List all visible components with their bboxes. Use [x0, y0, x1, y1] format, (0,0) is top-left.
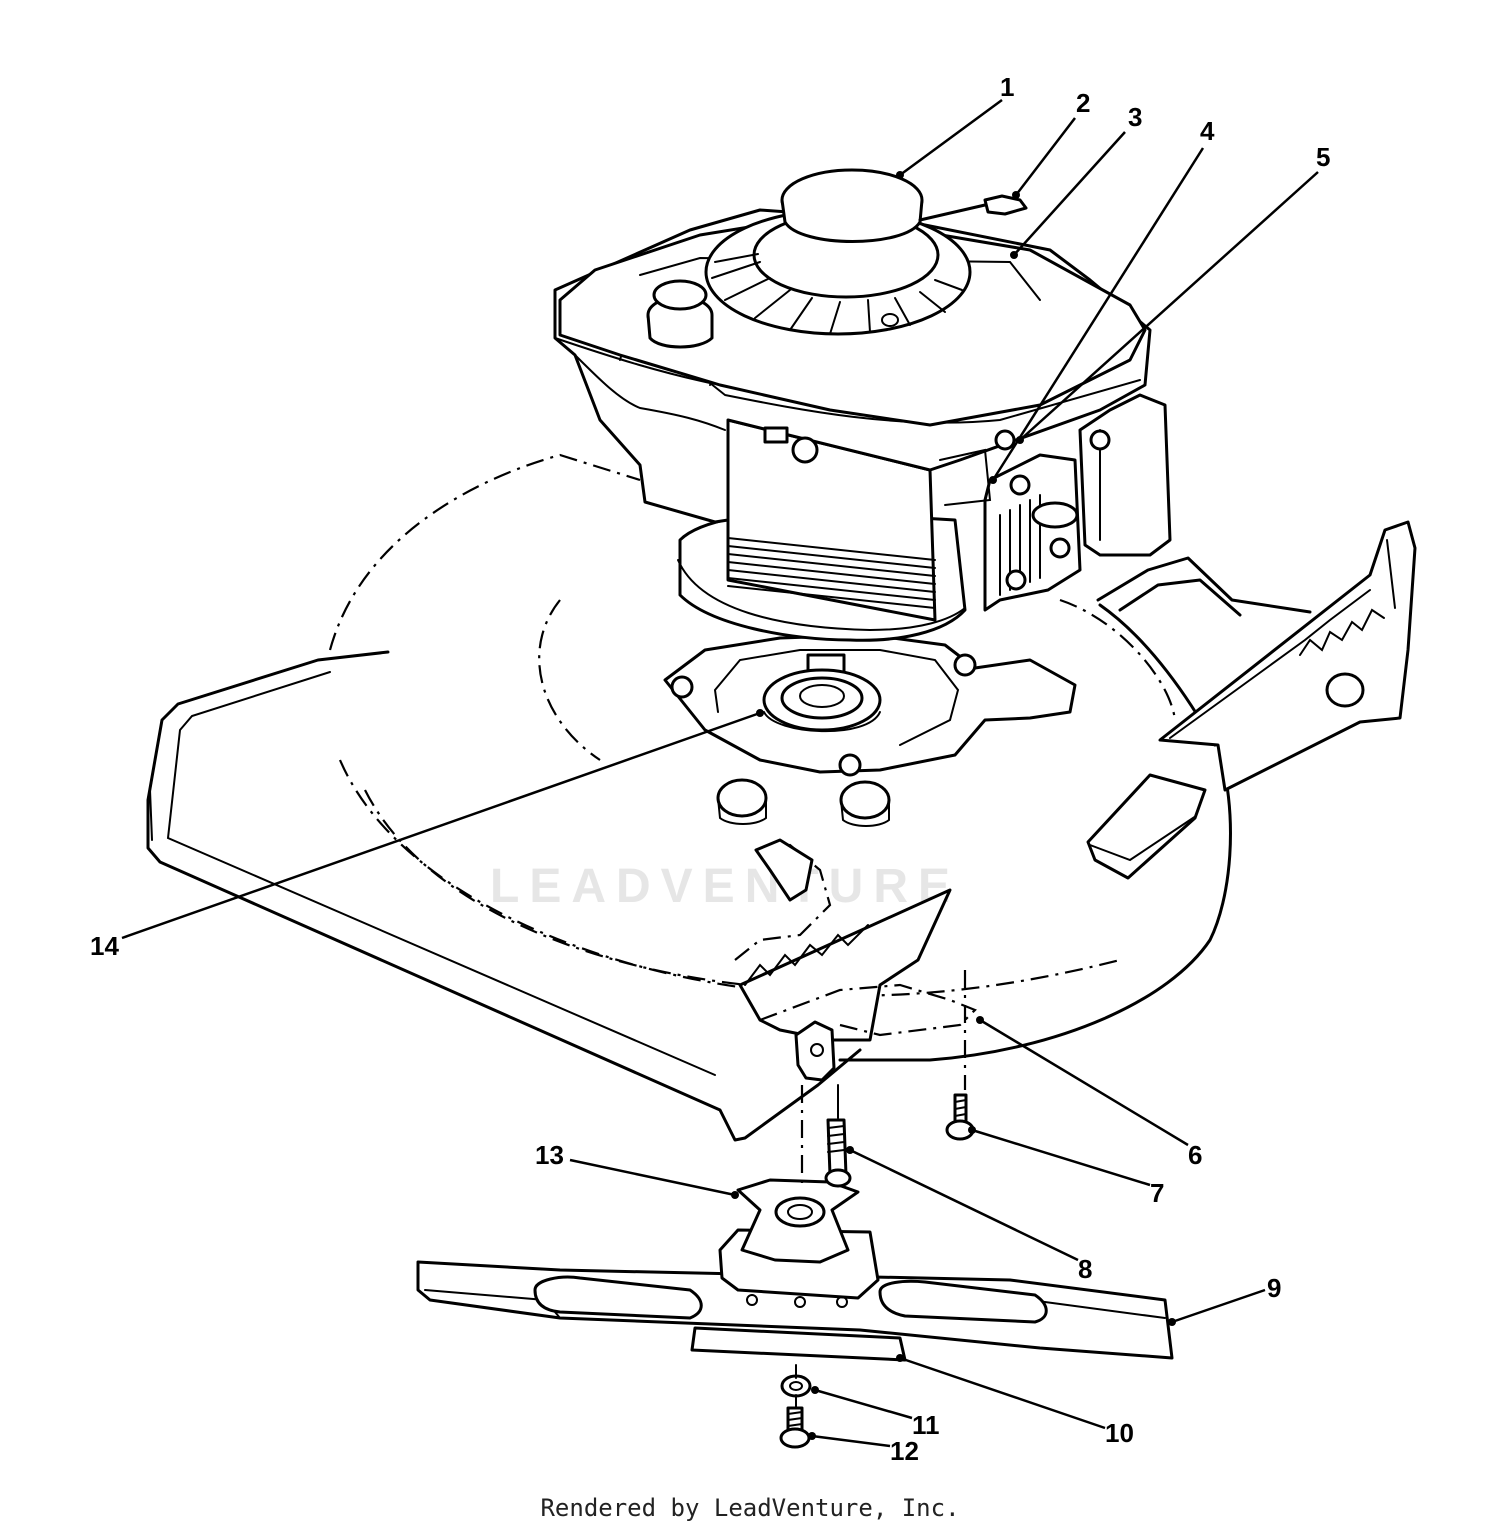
callout-7: 7	[1150, 1178, 1164, 1208]
callout-13: 13	[535, 1140, 564, 1170]
callout-9: 9	[1267, 1273, 1281, 1303]
watermark-text: LEADVENTURE	[490, 860, 960, 913]
crankshaft-adapter	[762, 653, 882, 733]
callout-1: 1	[1000, 72, 1014, 102]
callout-3: 3	[1128, 102, 1142, 132]
callout-12: 12	[890, 1436, 919, 1466]
engine	[553, 168, 1172, 642]
callout-14: 14	[90, 931, 119, 961]
mounting-flange	[663, 633, 1077, 827]
leader-dots	[731, 171, 1176, 1440]
callout-6: 6	[1188, 1140, 1202, 1170]
callout-2: 2	[1076, 88, 1090, 118]
leader-lines	[121, 98, 1319, 1448]
callout-8: 8	[1078, 1254, 1092, 1284]
callout-labels: 1 2 3 4 5 6 7 8 9 10 11 12 13 14	[90, 72, 1330, 1466]
rendered-by-credit: Rendered by LeadVenture, Inc.	[540, 1494, 960, 1522]
blade-assembly	[416, 970, 1174, 1449]
height-adjuster-left	[734, 838, 977, 1082]
callout-10: 10	[1105, 1418, 1134, 1448]
callout-4: 4	[1200, 116, 1215, 146]
height-adjuster-right	[1096, 520, 1417, 792]
callout-5: 5	[1316, 142, 1330, 172]
callout-11: 11	[912, 1410, 940, 1440]
